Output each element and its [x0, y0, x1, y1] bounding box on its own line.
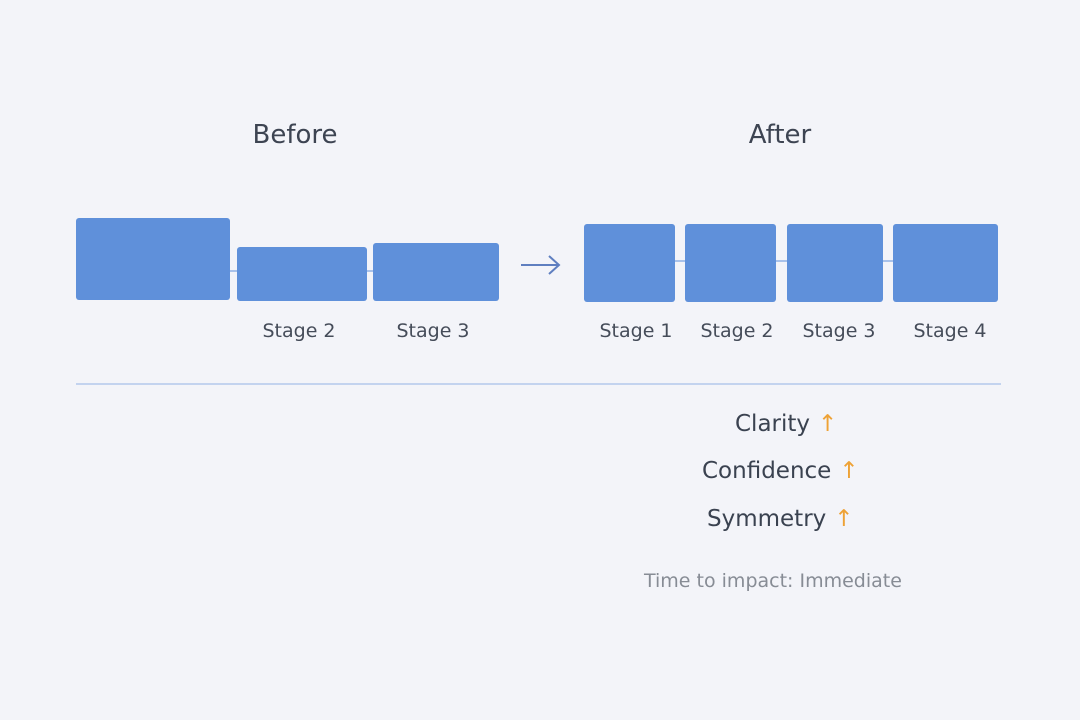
after-stage-4-box — [893, 224, 998, 302]
before-heading: Before — [252, 120, 338, 150]
arrow-up-icon: ↑ — [839, 458, 859, 484]
before-stage-3-label: Stage 3 — [396, 320, 470, 342]
before-stage-1-box — [76, 218, 230, 300]
section-divider — [76, 383, 1001, 385]
connector — [673, 260, 687, 262]
after-stage-2-label: Stage 2 — [700, 320, 774, 342]
after-stage-2-box — [685, 224, 776, 302]
connector — [774, 260, 790, 262]
connector — [881, 260, 895, 262]
metric-confidence: Confidence ↑ — [702, 458, 859, 484]
arrow-up-icon: ↑ — [818, 411, 838, 437]
after-stage-1-box — [584, 224, 675, 302]
before-stage-3-box — [373, 243, 499, 301]
metric-symmetry: Symmetry ↑ — [707, 506, 854, 532]
right-arrow-icon — [521, 255, 561, 275]
connector — [229, 270, 239, 272]
before-stage-2-label: Stage 2 — [262, 320, 336, 342]
time-to-impact: Time to impact: Immediate — [644, 570, 902, 592]
after-stage-1-label: Stage 1 — [599, 320, 673, 342]
after-heading: After — [748, 120, 812, 150]
before-stage-2-box — [237, 247, 367, 301]
metric-clarity: Clarity ↑ — [735, 411, 837, 437]
metric-label: Confidence — [702, 458, 832, 484]
after-stage-3-label: Stage 3 — [802, 320, 876, 342]
after-stage-4-label: Stage 4 — [913, 320, 987, 342]
metric-label: Symmetry — [707, 506, 827, 532]
connector — [365, 270, 375, 272]
after-stage-3-box — [787, 224, 883, 302]
metric-label: Clarity — [735, 411, 811, 437]
arrow-up-icon: ↑ — [834, 506, 854, 532]
